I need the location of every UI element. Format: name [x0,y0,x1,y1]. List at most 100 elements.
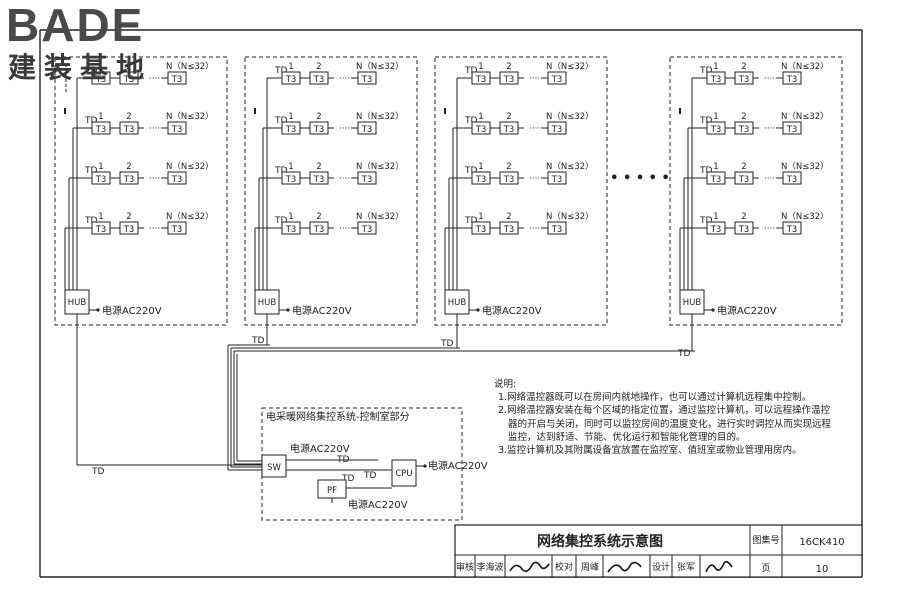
power-label: 电源AC220V [428,459,488,472]
t3-label: T3 [285,225,297,235]
t3-label: T3 [171,175,183,185]
number-label: 1 [288,62,293,72]
td-label: TD [677,349,690,359]
td-label: TD [341,474,354,484]
t3-thermostat [357,221,377,235]
t3-thermostat [167,71,187,85]
max-count-label: N（N≤32） [781,161,829,172]
number-label: 2 [126,62,131,72]
ellipsis-dots: ····· [764,124,778,134]
note-item-2: 2.网络温控器安装在每个区域的指定位置，通过监控计算机，可以远程操作温控器的开启… [498,405,832,443]
ellipsis-dots: ····· [339,74,353,84]
t3-label: T3 [710,175,722,185]
more-zones-dots: • • • • • [610,171,670,186]
checker-name: 周峰 [581,562,599,573]
td-label: TD [464,66,477,76]
td-label: TD [464,116,477,126]
number-label: 1 [288,212,293,222]
max-count-label: N（N≤32） [781,61,829,72]
notes-title: 说明: [494,379,517,390]
cpu-box [391,459,417,487]
max-count-label: N（N≤32） [546,111,594,122]
t3-label: T3 [475,75,487,85]
number-label: 2 [741,112,746,122]
hub-box [444,289,470,315]
logo-subtitle-text: 建装基地 [8,51,153,84]
t3-label: T3 [361,125,373,135]
t3-label: T3 [503,175,515,185]
number-label: 2 [126,212,131,222]
ellipsis-dots: ····· [149,74,163,84]
number-label: 2 [506,62,511,72]
t3-label: T3 [95,125,107,135]
number-label: 1 [98,212,103,222]
max-count-label: N（N≤32） [546,61,594,72]
t3-thermostat [357,121,377,135]
td-label: TD [336,455,349,465]
designer-name: 张军 [677,562,695,573]
t3-label: T3 [475,125,487,135]
t3-thermostat [782,171,802,185]
t3-label: T3 [285,75,297,85]
designer-label: 设计 [652,561,670,573]
max-count-label: N（N≤32） [356,211,404,222]
number-label: 1 [98,112,103,122]
max-count-label: N（N≤32） [546,211,594,222]
max-count-label: N（N≤32） [166,61,214,72]
ellipsis-dots: ····· [149,124,163,134]
ellipsis-dots: ····· [529,74,543,84]
number-label: 2 [126,112,131,122]
number-label: 2 [316,62,321,72]
number-label: 2 [316,212,321,222]
t3-label: T3 [123,225,135,235]
t3-label: T3 [313,125,325,135]
t3-label: T3 [475,225,487,235]
ellipsis-dots: ····· [339,124,353,134]
hub-label: HUB [258,298,277,308]
max-count-label: N（N≤32） [356,161,404,172]
reviewer-name: 李海波 [476,561,503,573]
td-label: TD [84,66,97,76]
t3-thermostat [782,221,802,235]
power-label: 电源AC220V [482,304,542,317]
ellipsis-dots: ····· [529,224,543,234]
t3-thermostat [167,221,187,235]
signature-reviewer [509,561,550,573]
number-label: 1 [98,162,103,172]
t3-label: T3 [361,175,373,185]
td-label: TD [274,66,287,76]
t3-label: T3 [123,125,135,135]
title-block [454,524,863,578]
ellipsis-dots: ····· [529,174,543,184]
max-count-label: N（N≤32） [781,111,829,122]
hub-label: HUB [68,298,87,308]
number-label: 1 [478,162,483,172]
number-label: 2 [316,112,321,122]
t3-label: T3 [171,75,183,85]
td-label: TD [699,66,712,76]
number-label: 2 [506,162,511,172]
logo-brand-text: BADE [6,0,145,51]
td-label: TD [464,216,477,226]
power-dot [286,308,290,312]
number-label: 1 [478,112,483,122]
number-label: 1 [288,112,293,122]
t3-thermostat [357,71,377,85]
td-label: TD [440,339,453,349]
sw-switch [261,454,287,478]
max-count-label: N（N≤32） [781,211,829,222]
signature-checker [607,561,642,573]
t3-thermostat [782,71,802,85]
t3-label: T3 [475,175,487,185]
t3-label: T3 [313,75,325,85]
td-label: TD [274,116,287,126]
control-room-title: 电采暖网络集控系统-控制室部分 [266,410,410,423]
hub-label: HUB [683,298,702,308]
power-label: 电源AC220V [292,304,352,317]
td-label: TD [84,166,97,176]
ellipsis-dots: ····· [149,224,163,234]
number-label: 2 [316,162,321,172]
power-label: 电源AC220V [102,304,162,317]
